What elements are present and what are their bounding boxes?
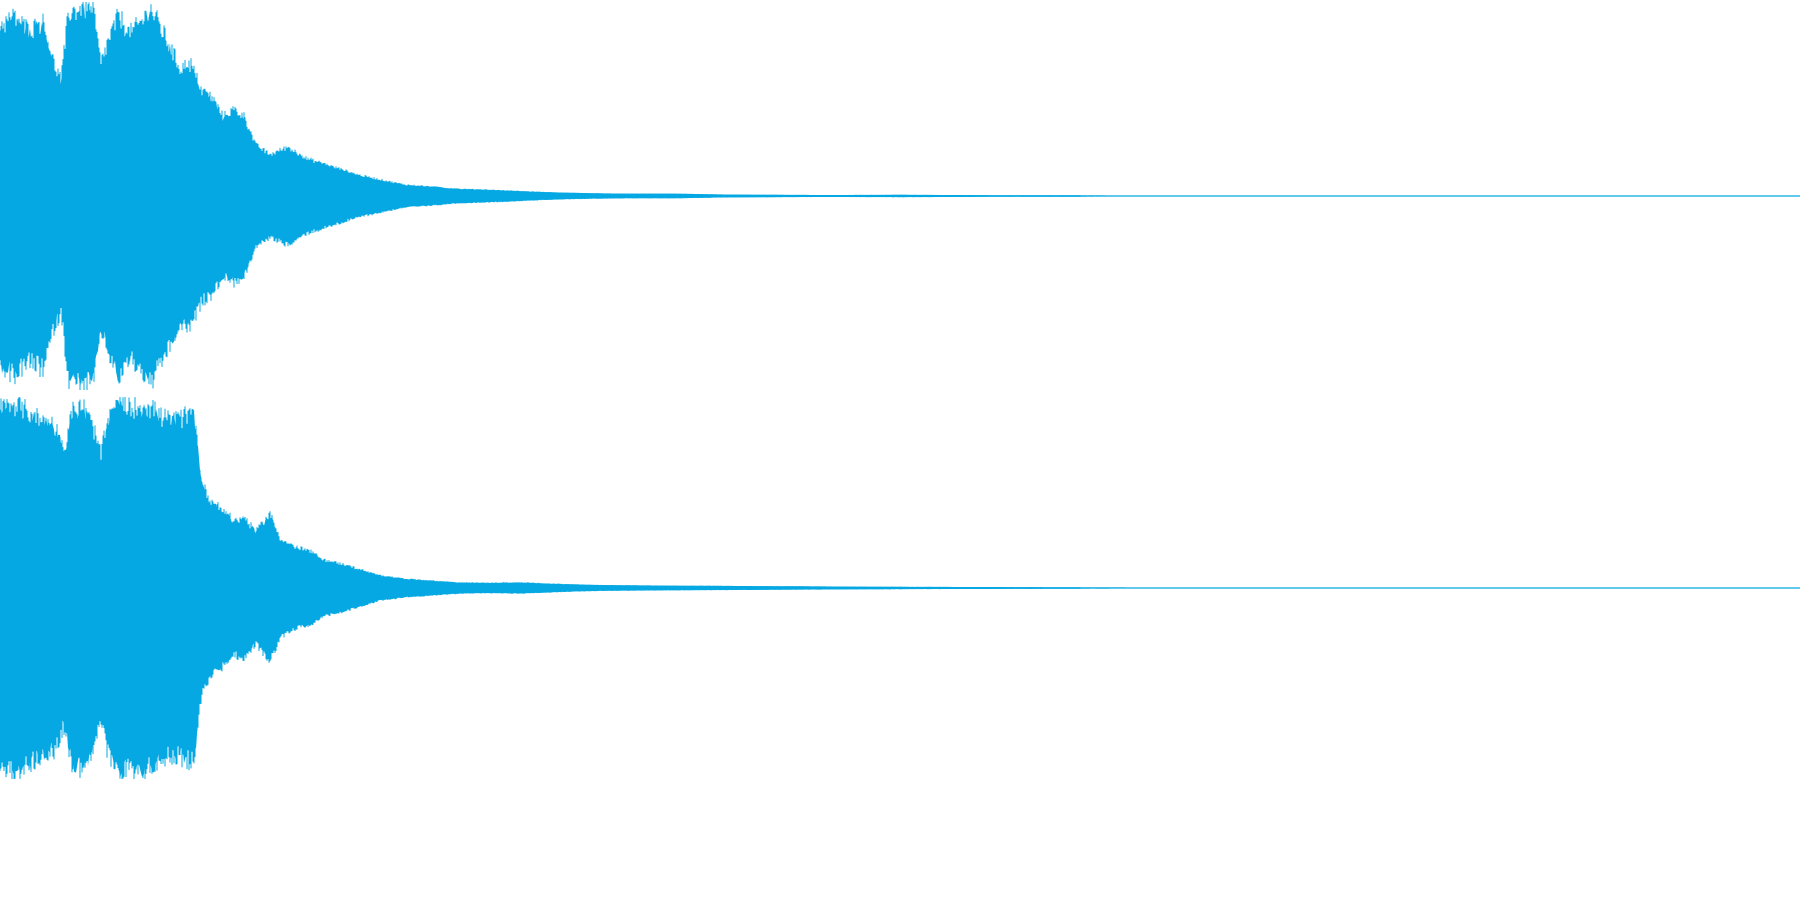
waveform-channel-left: [0, 2, 1800, 390]
waveform-channel-right: [0, 397, 1800, 779]
